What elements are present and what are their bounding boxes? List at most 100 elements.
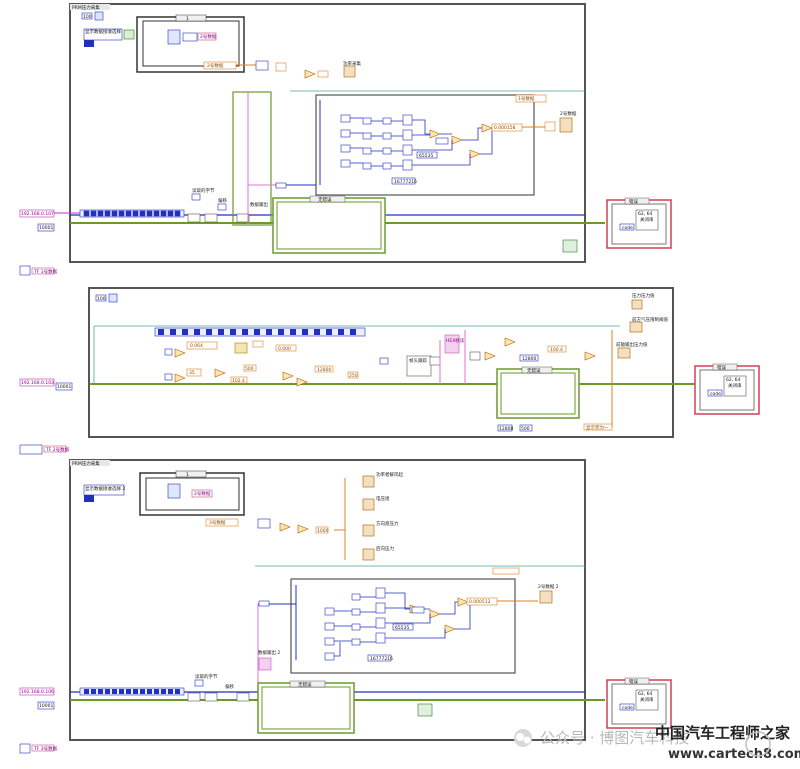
svg-text:192.168.0.103: 192.168.0.103 xyxy=(21,380,54,386)
indicator-icon xyxy=(559,117,573,133)
svg-text:关闭串: 关闭串 xyxy=(640,216,654,223)
svg-text:250: 250 xyxy=(349,373,358,379)
svg-text:电压组: 电压组 xyxy=(376,495,390,502)
stop-button-icon[interactable] xyxy=(562,239,578,253)
logo-circle-icon xyxy=(745,731,771,757)
top-shift-register xyxy=(232,91,272,226)
svg-text:压力压力值: 压力压力值 xyxy=(632,292,655,299)
watermark-brand: 中国汽车工程师之家 xyxy=(655,724,790,742)
svg-text:2号数据 2: 2号数据 2 xyxy=(538,583,559,590)
legend-stop-2[interactable]: TF 2号数据 xyxy=(19,444,70,455)
case-node-icon xyxy=(123,29,135,40)
svg-text:前方气压限制阈值: 前方气压限制阈值 xyxy=(632,316,668,323)
svg-text:偏移: 偏移 xyxy=(225,683,234,690)
svg-text:65535: 65535 xyxy=(419,153,433,159)
svg-text:10001: 10001 xyxy=(39,703,53,709)
svg-text:100: 100 xyxy=(97,296,106,302)
svg-text:1: 1 xyxy=(186,472,189,478)
svg-text:功率采集: 功率采集 xyxy=(343,60,361,67)
compare-icon xyxy=(304,69,316,79)
svg-text:100.4: 100.4 xyxy=(550,347,563,353)
svg-text:错误: 错误 xyxy=(717,364,726,371)
bottom-diagram: PRM压力采集 1 显示数据接收选择 2 2号数据 3号数据 1000 功率者解… xyxy=(19,459,605,741)
bool-control-icon[interactable] xyxy=(84,40,94,47)
top-port-control[interactable] xyxy=(37,223,55,232)
svg-text:16777216: 16777216 xyxy=(394,179,417,185)
legend-stop-1[interactable]: TF 1号数据 xyxy=(19,265,58,276)
svg-text:读取的字节: 读取的字节 xyxy=(192,187,215,194)
svg-text:62, 64: 62, 64 xyxy=(638,211,652,217)
svg-text:code: code xyxy=(710,391,721,397)
property-node-icon[interactable] xyxy=(167,29,181,45)
stop-button-icon[interactable] xyxy=(417,703,433,717)
svg-text:显示数据接收选择: 显示数据接收选择 xyxy=(85,28,121,35)
svg-text:1: 1 xyxy=(186,16,189,22)
svg-text:HEX帧读: HEX帧读 xyxy=(446,337,465,344)
watermark-url: www.cartech8.com xyxy=(668,747,800,762)
indicator-icon xyxy=(343,65,356,78)
bottom-right-handler: 错误 62, 64 关闭串 code xyxy=(606,677,672,729)
top-case-selector[interactable] xyxy=(175,14,207,22)
svg-text:62, 64: 62, 64 xyxy=(726,377,740,383)
svg-text:帧头跟踪: 帧头跟踪 xyxy=(409,357,427,364)
svg-text:关闭串: 关闭串 xyxy=(640,696,654,703)
svg-text:TF 3号数据: TF 3号数据 xyxy=(33,745,58,752)
svg-text:数据输出: 数据输出 xyxy=(250,201,268,208)
svg-text:TF 2号数据: TF 2号数据 xyxy=(45,446,70,453)
svg-text:读取的字节: 读取的字节 xyxy=(195,673,218,680)
svg-text:10001: 10001 xyxy=(57,384,71,390)
top-right-handler: 错误 62, 64 关闭串 code xyxy=(606,197,672,249)
svg-text:2号数据: 2号数据 xyxy=(194,490,211,497)
svg-text:后向压力: 后向压力 xyxy=(376,545,394,552)
svg-text:code: code xyxy=(622,705,633,711)
top-loop-title: PRM压力采集 xyxy=(72,4,100,11)
tcp-read-icon xyxy=(187,213,201,223)
svg-text:2号数据: 2号数据 xyxy=(207,62,224,69)
wait-ms-icon[interactable] xyxy=(94,11,104,21)
svg-text:偏移: 偏移 xyxy=(218,197,227,204)
top-inner-loop xyxy=(315,94,535,196)
middle-port-control[interactable] xyxy=(55,382,73,391)
middle-resolve-node xyxy=(406,355,432,377)
mask-constant[interactable] xyxy=(416,151,438,159)
bool-control-icon[interactable] xyxy=(84,495,94,502)
svg-text:TF 1号数据: TF 1号数据 xyxy=(33,268,58,275)
svg-text:62, 64: 62, 64 xyxy=(638,691,652,697)
watermark: 公众号 · 博图汽车科技 中国汽车工程师之家 www.cartech8.com xyxy=(514,724,800,762)
watermark-account: 公众号 · 博图汽车科技 xyxy=(540,729,689,747)
bottom-checkbox-control[interactable] xyxy=(83,484,125,496)
svg-text:功率者解风起: 功率者解风起 xyxy=(376,471,403,478)
svg-text:3号数据: 3号数据 xyxy=(209,519,226,526)
svg-text:16777216: 16777216 xyxy=(370,656,393,662)
svg-text:0.000512: 0.000512 xyxy=(469,599,491,605)
svg-text:错误: 错误 xyxy=(629,198,638,205)
svg-text:500: 500 xyxy=(245,366,254,372)
wait-ms-icon[interactable] xyxy=(108,293,118,303)
svg-text:500: 500 xyxy=(521,426,530,432)
svg-text:1号数据: 1号数据 xyxy=(518,95,535,102)
middle-right-handler: 错误 62, 64 关闭串 code xyxy=(694,363,760,415)
svg-text:65535: 65535 xyxy=(395,625,409,631)
svg-text:35: 35 xyxy=(189,370,195,376)
svg-text:10001: 10001 xyxy=(39,225,53,231)
top-checkbox-control[interactable] xyxy=(83,28,123,41)
bottom-port-control[interactable] xyxy=(37,701,55,710)
svg-text:192.168.0.107: 192.168.0.107 xyxy=(21,211,54,217)
legend-stop-3[interactable]: TF 3号数据 xyxy=(19,743,58,754)
middle-diagram: 100 192.168.0.103 10001 0.064 35 500 102… xyxy=(19,287,695,438)
svg-text:12800: 12800 xyxy=(499,426,513,432)
middle-ip-control[interactable] xyxy=(19,378,55,387)
svg-text:1000: 1000 xyxy=(317,528,329,534)
svg-text:显示完为一: 显示完为一 xyxy=(586,424,609,431)
svg-text:无错误: 无错误 xyxy=(318,196,332,203)
top-wait-constant[interactable] xyxy=(81,12,93,20)
svg-text:12800: 12800 xyxy=(522,356,536,362)
svg-text:无错误: 无错误 xyxy=(298,681,312,688)
middle-wait-constant[interactable] xyxy=(95,294,107,302)
bottom-ip-control[interactable] xyxy=(19,687,55,696)
svg-text:无错误: 无错误 xyxy=(527,367,541,374)
svg-text:192.168.0.106: 192.168.0.106 xyxy=(21,689,54,695)
max-constant[interactable] xyxy=(391,177,416,185)
svg-text:2号数据: 2号数据 xyxy=(560,110,577,117)
function-node-icon xyxy=(255,60,269,71)
